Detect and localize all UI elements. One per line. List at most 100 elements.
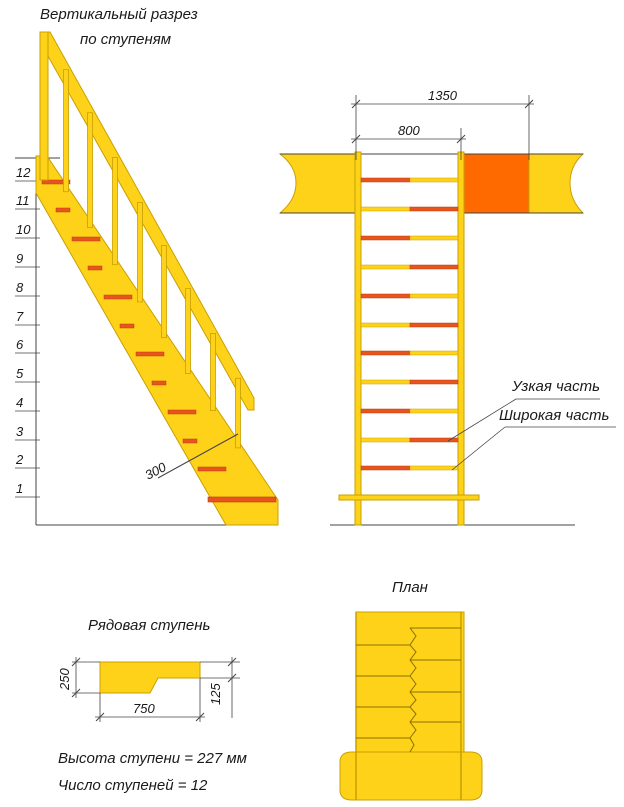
front-stringer-left: [354, 151, 362, 526]
tick: [227, 673, 237, 683]
section-tread: [197, 466, 227, 472]
front-tread-right: [409, 293, 459, 299]
step-number: 3: [16, 424, 24, 439]
baluster: [137, 202, 143, 303]
balusters: [63, 69, 241, 449]
top-post: [39, 31, 49, 181]
front-tread-left: [360, 350, 411, 356]
step-height-dim-label: 250: [57, 668, 72, 691]
front-tread-left: [360, 293, 411, 299]
front-tread-right: [409, 322, 459, 328]
baluster: [112, 157, 118, 266]
step-detail: Рядовая ступень 250 125 750 Высота ступе…: [57, 617, 247, 794]
step-number: 5: [16, 366, 24, 381]
front-tread-right: [409, 235, 459, 241]
wide-part-label: Широкая часть: [499, 407, 610, 424]
wide-leader: [451, 426, 506, 471]
bottom-tread: [207, 496, 277, 503]
section-tread: [103, 294, 133, 300]
section-tread: [151, 380, 167, 386]
step-profile: [99, 661, 201, 694]
step-number: 8: [16, 280, 24, 295]
tick: [524, 99, 534, 109]
total-width-label: 1350: [428, 88, 458, 103]
front-tread-left: [360, 206, 411, 212]
plan-title: План: [392, 579, 428, 596]
section-tread: [119, 323, 135, 329]
slab-left: [278, 153, 357, 214]
front-tread-left: [360, 465, 411, 471]
section-tread: [55, 207, 71, 213]
opening-width-label: 800: [398, 123, 420, 138]
step-number: 1: [16, 481, 23, 496]
step-length-dim-label: 750: [133, 701, 155, 716]
plan-landing: [339, 751, 483, 801]
front-tread-right: [409, 465, 459, 471]
section-title-line2: по ступеням: [80, 31, 171, 48]
tick: [227, 657, 237, 667]
section-tread: [87, 265, 103, 271]
bottom-plank: [338, 494, 480, 501]
section-treads: [41, 179, 227, 472]
step-number: 10: [16, 222, 31, 237]
tread-width-label: 300: [142, 459, 169, 483]
step-number: 4: [16, 395, 23, 410]
plan-tread-outline: [409, 627, 417, 753]
tick: [351, 134, 361, 144]
front-tread-left: [360, 264, 411, 270]
front-tread-left: [360, 177, 411, 183]
front-tread-right: [409, 350, 459, 356]
front-treads: [360, 177, 459, 471]
narrow-leader: [447, 398, 517, 442]
tick: [71, 688, 81, 698]
step-number: 2: [15, 452, 24, 467]
baluster: [235, 377, 241, 449]
step-number: 7: [16, 309, 24, 324]
front-tread-right: [409, 206, 459, 212]
section-tread: [167, 409, 197, 415]
step-number: 11: [16, 193, 30, 208]
narrow-part-label: Узкая часть: [511, 378, 600, 395]
step-height-info: Высота ступени = 227 мм: [58, 750, 247, 767]
slab-cut-block: [460, 153, 530, 214]
step-level-lines: [15, 180, 40, 498]
baluster: [185, 288, 191, 374]
tread-dimension-line: [157, 433, 239, 479]
front-stringer-right: [457, 151, 465, 526]
baluster: [210, 333, 216, 412]
front-tread-left: [360, 408, 411, 414]
baluster: [161, 245, 167, 339]
section-tread: [71, 236, 101, 242]
baluster: [87, 112, 93, 228]
baluster: [63, 69, 69, 193]
step-number: 9: [16, 251, 23, 266]
front-tread-right: [409, 264, 459, 270]
step-number: 6: [16, 337, 24, 352]
front-tread-right: [409, 177, 459, 183]
tick: [195, 712, 205, 722]
section-tread: [182, 438, 198, 444]
plan-stair-body: [355, 611, 465, 763]
section-tread: [41, 179, 71, 185]
tick: [351, 99, 361, 109]
front-tread-left: [360, 322, 411, 328]
plan-view: План: [339, 579, 483, 801]
tick: [456, 134, 466, 144]
slab-right: [528, 153, 585, 214]
front-tread-right: [409, 408, 459, 414]
front-tread-left: [360, 437, 411, 443]
step-count-info: Число ступеней = 12: [58, 777, 208, 794]
tick: [71, 657, 81, 667]
front-tread-right: [409, 437, 459, 443]
plan-tread-lines: [356, 627, 461, 753]
section-title-line1: Вертикальный разрез: [40, 6, 198, 23]
front-view: 1350 800 Узкая часть Широкая часть: [278, 88, 616, 526]
section-tread: [135, 351, 165, 357]
step-number: 12: [16, 165, 31, 180]
notch-dim-label: 125: [208, 683, 223, 705]
section-view: Вертикальный разрез по ступеням 12345678…: [15, 6, 279, 526]
front-tread-right: [409, 379, 459, 385]
front-tread-left: [360, 379, 411, 385]
